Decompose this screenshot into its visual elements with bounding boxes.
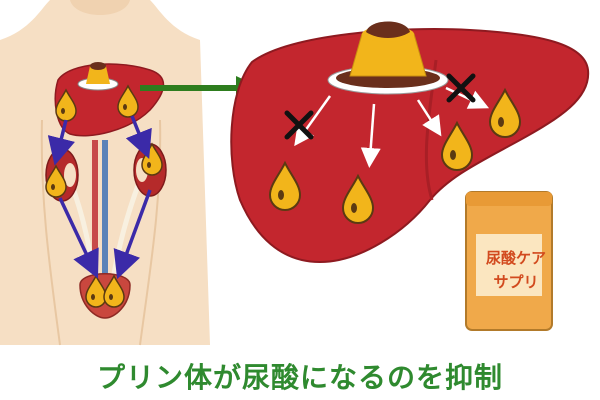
pudding-icon — [327, 21, 449, 95]
package-label-line2: サプリ — [493, 273, 539, 291]
caption-text: プリン体が尿酸になるのを抑制 — [96, 361, 503, 394]
small-pudding-icon — [77, 62, 119, 91]
supplement-package-label: 尿酸ケア サプリ — [478, 246, 554, 294]
flow-arrows — [47, 115, 152, 280]
cross-mark-icon — [446, 73, 476, 103]
supplement-package-icon — [465, 191, 553, 331]
cross-mark-icon — [284, 110, 314, 140]
package-label-line1: 尿酸ケア — [485, 249, 546, 267]
